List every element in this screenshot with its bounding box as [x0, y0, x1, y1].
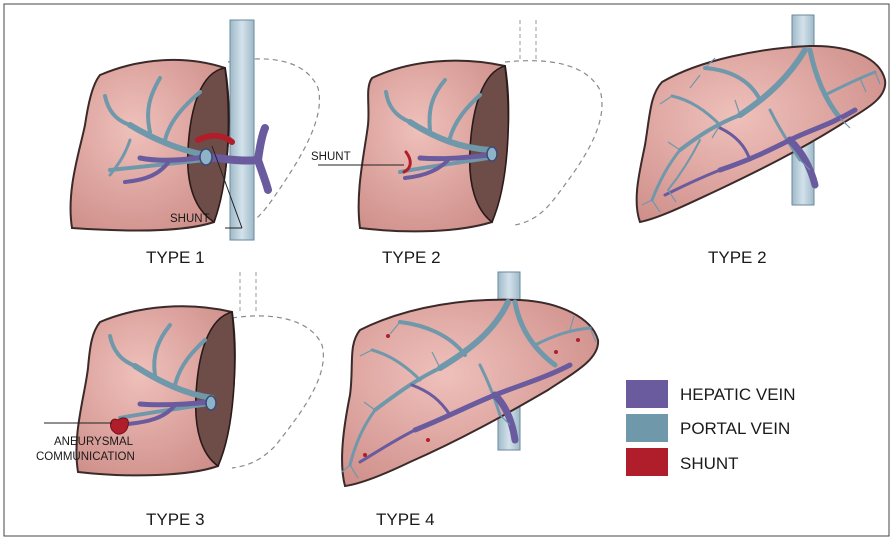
shunt-label: SHUNT — [170, 213, 210, 225]
dashed-lobe-outline — [505, 61, 602, 225]
aneurysm-label-line2: COMMUNICATION — [36, 451, 135, 463]
panel-title-type4: TYPE 4 — [376, 510, 435, 529]
legend-swatch-shunt — [626, 448, 668, 476]
panel-type3: ANEURYSMAL COMMUNICATION TYPE 3 — [36, 272, 323, 529]
legend-swatch-portal-vein — [626, 414, 668, 442]
legend-label-portal-vein: PORTAL VEIN — [680, 419, 790, 438]
liver-body — [342, 300, 598, 486]
panel-title-type1: TYPE 1 — [146, 248, 205, 267]
legend-label-hepatic-vein: HEPATIC VEIN — [680, 385, 796, 404]
aneurysm-label-line1: ANEURYSMAL — [54, 436, 134, 448]
legend: HEPATIC VEIN PORTAL VEIN SHUNT — [626, 380, 796, 476]
panel-type1: SHUNT TYPE 1 — [71, 20, 320, 267]
panel-title-type2a: TYPE 2 — [382, 248, 441, 267]
panel-type2-diffuse: TYPE 2 — [637, 15, 886, 267]
dashed-lobe-outline — [232, 316, 323, 468]
inferior-vena-cava — [230, 20, 254, 240]
legend-label-shunt: SHUNT — [680, 454, 739, 473]
shunt-label: SHUNT — [311, 151, 351, 163]
legend-swatch-hepatic-vein — [626, 380, 668, 408]
panel-title-type2b: TYPE 2 — [708, 248, 767, 267]
panel-title-type3: TYPE 3 — [146, 510, 205, 529]
panel-type2-shunt: SHUNT TYPE 2 — [311, 20, 602, 267]
panel-type4: TYPE 4 — [342, 272, 598, 529]
liver-body — [637, 46, 886, 222]
